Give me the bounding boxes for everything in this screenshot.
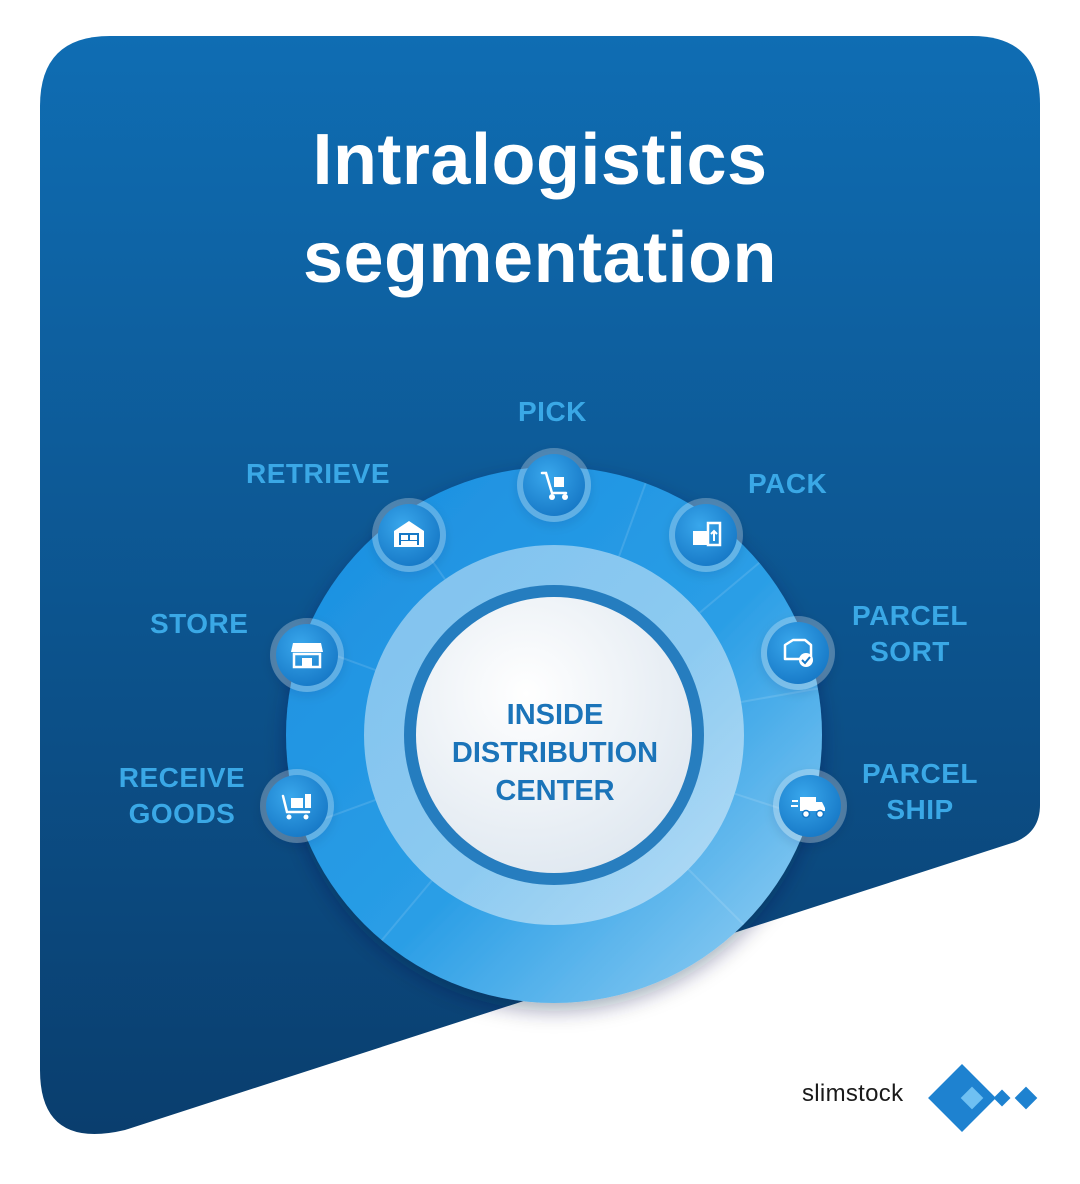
storefront-icon [291, 643, 323, 669]
segment-node [517, 448, 591, 522]
label-pack: PACK [748, 468, 828, 499]
box-check-icon [783, 638, 813, 667]
hub-line-2: DISTRIBUTION [451, 737, 659, 769]
delivery-truck-icon [791, 797, 825, 819]
label-store: STORE [150, 608, 249, 639]
hub-line-3: CENTER [495, 775, 615, 807]
segment-node [270, 618, 344, 692]
segment-nodes [260, 448, 847, 843]
title-line-1: Intralogistics [312, 120, 768, 200]
warehouse-icon [394, 521, 424, 547]
label-pick: PICK [518, 396, 587, 427]
cart-box-icon [281, 794, 311, 820]
hub-line-1: INSIDE [506, 699, 604, 731]
label-retrieve: RETRIEVE [246, 458, 391, 489]
segment-node [761, 616, 835, 690]
boxes-icon [693, 521, 722, 547]
title-line-2: segmentation [302, 218, 778, 298]
segment-node [773, 769, 847, 843]
ring-divider [687, 868, 745, 926]
hand-truck-icon [540, 471, 568, 500]
segment-node [669, 498, 743, 572]
node-circle [767, 622, 829, 684]
hub-circle [416, 597, 692, 873]
segment-node [372, 498, 446, 572]
ring-divider [380, 879, 433, 941]
ring-divider [618, 482, 647, 557]
ring-divider [740, 687, 819, 703]
brand-name: slimstock [802, 1080, 904, 1107]
slimstock-logo-icon [928, 1064, 1038, 1132]
ring-divider [698, 561, 760, 614]
segment-node [260, 769, 334, 843]
